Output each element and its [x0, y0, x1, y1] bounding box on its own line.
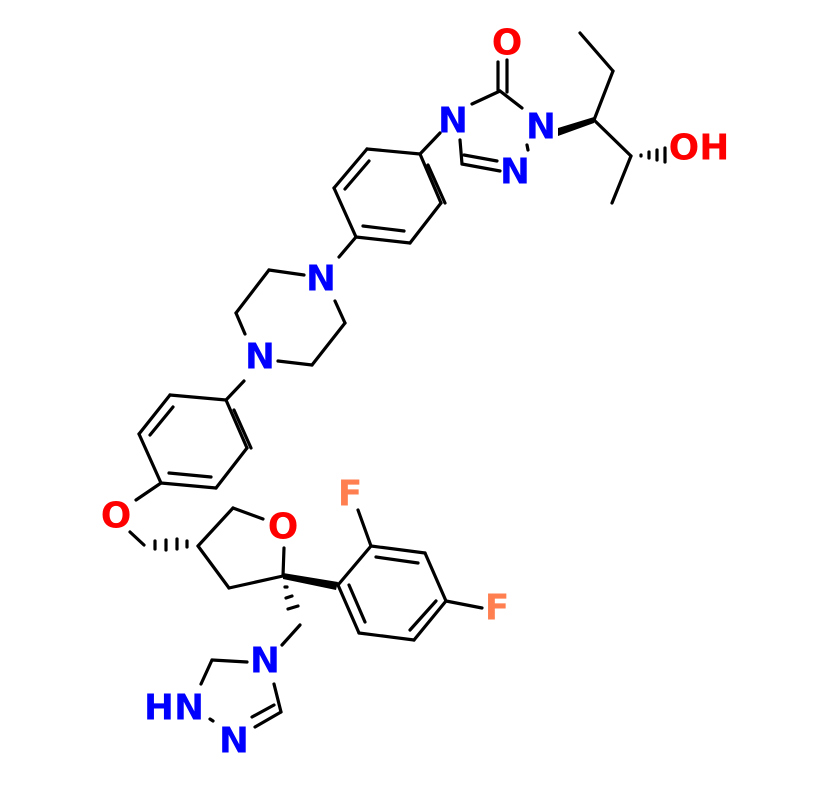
atom-f-para: F [485, 588, 510, 629]
hashed-bond-oh [639, 146, 667, 164]
bonds [128, 31, 667, 729]
atom-n-piperazine-bottom: N [245, 337, 275, 378]
hashed-bond-ch2-triazole [283, 585, 300, 611]
atom-labels: O N N N OH N N O O F F N HN N [101, 23, 730, 762]
atom-n4-triazole: N [250, 641, 280, 682]
atom-n4-triazolone: N [438, 101, 468, 142]
atom-f-ortho: F [338, 474, 363, 515]
atom-o-carbonyl: O [492, 23, 523, 64]
atom-n1-triazolone: N [526, 107, 556, 148]
atom-n-piperazine-top: N [306, 259, 336, 300]
atom-o-ether: O [101, 496, 132, 537]
atom-hydroxyl: OH [669, 128, 730, 169]
atom-n2-triazole: N [219, 721, 249, 762]
atom-nh-triazole: HN [144, 688, 204, 729]
hashed-bond-ch2 [153, 537, 189, 552]
atom-n2-triazolone: N [500, 152, 530, 193]
atom-o-thf: O [268, 507, 299, 548]
